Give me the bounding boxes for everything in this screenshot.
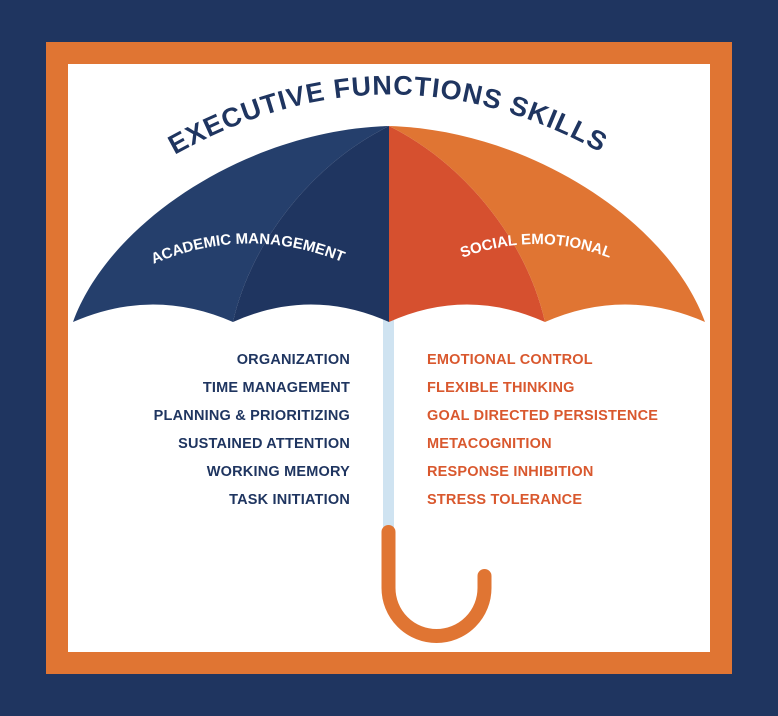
list-item: FLEXIBLE THINKING	[427, 380, 575, 396]
list-item: METACOGNITION	[427, 436, 552, 452]
list-item: TIME MANAGEMENT	[202, 380, 350, 396]
canopy-left-inner	[233, 126, 389, 322]
list-item: STRESS TOLERANCE	[427, 492, 583, 508]
list-item: TASK INITIATION	[229, 492, 350, 508]
list-item: RESPONSE INHIBITION	[427, 464, 594, 480]
canopy-right-inner	[389, 126, 545, 322]
umbrella-handle	[381, 525, 492, 643]
list-item: WORKING MEMORY	[206, 464, 350, 480]
academic-management-list: ORGANIZATION TIME MANAGEMENT PLANNING & …	[154, 346, 350, 514]
canopy-right-outer	[389, 126, 705, 322]
list-item: PLANNING & PRIORITIZING	[153, 408, 350, 424]
canopy-left-outer	[73, 126, 389, 322]
list-item: GOAL DIRECTED PERSISTENCE	[427, 408, 659, 424]
social-emotional-list: EMOTIONAL CONTROL FLEXIBLE THINKING GOAL…	[427, 346, 658, 514]
umbrella-shaft	[383, 318, 394, 538]
list-item: EMOTIONAL CONTROL	[427, 352, 593, 368]
list-item: SUSTAINED ATTENTION	[178, 436, 350, 452]
list-item: ORGANIZATION	[236, 352, 350, 368]
